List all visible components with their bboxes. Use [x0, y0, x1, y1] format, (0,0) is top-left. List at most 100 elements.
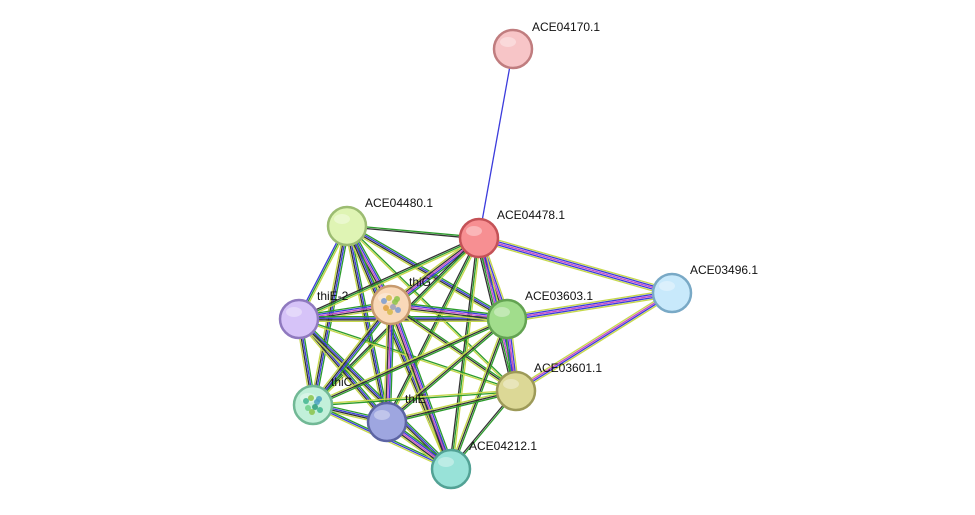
- node-highlight: [503, 379, 519, 389]
- node-label: ACE04170.1: [532, 20, 600, 34]
- edge-evidence-line: [385, 317, 507, 422]
- edge-evidence-line: [515, 291, 672, 391]
- node-circle[interactable]: [492, 28, 534, 70]
- node-ace04478-1[interactable]: ACE04478.1: [458, 208, 565, 259]
- node-circle[interactable]: [495, 370, 537, 412]
- edge-thig-thic: [310, 303, 394, 407]
- edge-evidence-line: [347, 223, 509, 318]
- edge-ace03601-1-thie: [386, 388, 517, 425]
- edge-evidence-line: [347, 225, 389, 422]
- node-circle[interactable]: [458, 217, 500, 259]
- edge-evidence-line: [299, 238, 480, 322]
- node-circle[interactable]: [486, 298, 528, 340]
- nodes-layer: ACE04170.1ACE04480.1ACE04478.1ACE03496.1…: [278, 20, 758, 490]
- node-circle[interactable]: [651, 272, 693, 314]
- node-highlight: [286, 307, 302, 317]
- node-thic[interactable]: thiC: [292, 375, 353, 426]
- edge-thig-ace03601-1: [389, 303, 518, 393]
- node-ace03601-1[interactable]: ACE03601.1: [495, 361, 602, 412]
- node-highlight: [438, 457, 454, 467]
- edge-evidence-line: [387, 319, 509, 424]
- edge-ace03601-1-ace03496-1: [514, 290, 674, 394]
- node-circle[interactable]: [430, 448, 472, 490]
- structure-blob: [312, 404, 318, 410]
- node-thig[interactable]: thiG: [370, 275, 431, 326]
- edge-evidence-line: [479, 235, 673, 293]
- edge-thig-ace04212-1: [387, 303, 455, 471]
- edge-evidence-line: [514, 290, 672, 390]
- edge-evidence-line: [347, 224, 480, 238]
- edge-evidence-line: [310, 303, 390, 404]
- node-label: ACE03603.1: [525, 289, 593, 303]
- node-label: thiE-2: [317, 289, 349, 303]
- edge-evidence-line: [391, 304, 454, 469]
- node-label: ACE03601.1: [534, 361, 602, 375]
- edge-evidence-line: [348, 225, 390, 422]
- edge-evidence-line: [298, 237, 480, 320]
- structure-blob: [387, 309, 393, 315]
- edge-evidence-line: [297, 319, 451, 471]
- edge-evidence-line: [506, 292, 673, 320]
- edge-ace03601-1-thic: [312, 389, 517, 407]
- edge-evidence-line: [507, 293, 673, 322]
- edge-evidence-line: [344, 226, 386, 423]
- edge-evidence-line: [507, 295, 673, 323]
- edge-evidence-line: [478, 237, 673, 294]
- node-highlight: [334, 214, 350, 224]
- node-highlight: [659, 281, 675, 291]
- edge-evidence-line: [345, 226, 387, 423]
- structure-blob: [316, 396, 322, 402]
- edge-evidence-line: [389, 305, 516, 393]
- edge-evidence-line: [300, 316, 454, 468]
- structure-blob: [390, 304, 396, 310]
- edge-evidence-line: [516, 294, 674, 394]
- edge-ace04478-1-ace03496-1: [477, 234, 674, 297]
- edge-evidence-line: [312, 316, 507, 405]
- node-ace03496-1[interactable]: ACE03496.1: [651, 263, 758, 314]
- structure-blob: [308, 395, 314, 401]
- structure-blob: [383, 305, 389, 311]
- edge-evidence-line: [313, 305, 393, 406]
- edge-evidence-line: [478, 48, 514, 239]
- edge-evidence-line: [388, 305, 451, 470]
- edge-evidence-line: [390, 304, 452, 470]
- edge-ace04478-1-thie: [384, 236, 482, 424]
- edge-thie-2-ace04212-1: [296, 316, 454, 472]
- node-label: ACE04480.1: [365, 196, 433, 210]
- node-ace04480-1[interactable]: ACE04480.1: [326, 196, 433, 247]
- edge-evidence-line: [477, 240, 672, 297]
- edge-ace03603-1-ace03496-1: [506, 289, 673, 323]
- structure-blob: [303, 398, 309, 404]
- node-thie[interactable]: thiE: [366, 392, 426, 443]
- edge-evidence-line: [299, 317, 453, 469]
- edge-evidence-line: [344, 226, 450, 471]
- edge-ace04480-1-ace04478-1: [346, 224, 480, 240]
- node-ace04170-1[interactable]: ACE04170.1: [492, 20, 600, 70]
- edge-evidence-line: [516, 293, 673, 393]
- edges-layer: [295, 48, 674, 473]
- edge-evidence-line: [506, 289, 672, 317]
- edge-evidence-line: [506, 290, 672, 319]
- structure-blob: [317, 407, 323, 413]
- node-circle[interactable]: [326, 205, 368, 247]
- structure-blob: [381, 298, 387, 304]
- edge-ace03603-1-thie: [385, 317, 509, 424]
- node-label: ACE03496.1: [690, 263, 758, 277]
- structure-blob: [305, 405, 311, 411]
- node-circle[interactable]: [278, 298, 320, 340]
- node-label: ACE04212.1: [469, 439, 537, 453]
- edge-evidence-line: [313, 319, 508, 408]
- node-label: ACE04478.1: [497, 208, 565, 222]
- node-highlight: [494, 307, 510, 317]
- node-highlight: [500, 37, 516, 47]
- node-label: thiE: [405, 392, 426, 406]
- edge-evidence-line: [478, 238, 672, 296]
- node-thie-2[interactable]: thiE-2: [278, 289, 349, 340]
- node-label: thiC: [331, 375, 353, 389]
- node-label: thiG: [409, 275, 431, 289]
- edge-evidence-line: [311, 304, 391, 405]
- node-ace03603-1[interactable]: ACE03603.1: [486, 289, 593, 340]
- node-ace04212-1[interactable]: ACE04212.1: [430, 439, 537, 490]
- node-circle[interactable]: [366, 401, 408, 443]
